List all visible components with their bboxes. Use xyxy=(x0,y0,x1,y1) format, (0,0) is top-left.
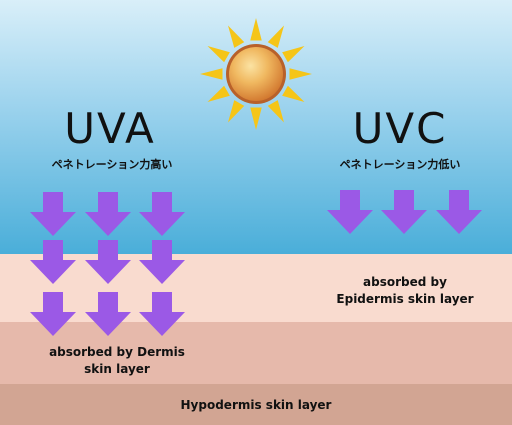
uvc-absorbed-label: absorbed by Epidermis skin layer xyxy=(310,274,500,308)
sun-ray xyxy=(267,100,284,123)
uva-label-line1: absorbed by Dermis xyxy=(49,345,185,359)
uva-arrow xyxy=(85,240,131,284)
sun-icon xyxy=(200,18,312,130)
sun-ray xyxy=(289,68,312,80)
sun-ray xyxy=(228,100,245,123)
sun-ray xyxy=(207,85,230,102)
uva-arrow xyxy=(85,192,131,236)
sun-ray xyxy=(250,18,262,41)
uvc-arrow xyxy=(381,190,427,234)
dermis-layer xyxy=(0,322,512,384)
uva-arrow xyxy=(30,292,76,336)
uva-arrow xyxy=(139,192,185,236)
sun-ray xyxy=(250,107,262,130)
uva-absorbed-label: absorbed by Dermis skin layer xyxy=(14,344,220,378)
uva-arrow xyxy=(139,292,185,336)
uva-title: UVA xyxy=(64,104,156,153)
uva-label-line2: skin layer xyxy=(84,362,150,376)
hypodermis-label: Hypodermis skin layer xyxy=(180,398,332,412)
sun-ray xyxy=(200,68,223,80)
sun-ray xyxy=(282,85,305,102)
uva-arrow xyxy=(30,192,76,236)
uvc-subtitle: ペネトレーション力低い xyxy=(339,158,461,171)
uvc-label-line1: absorbed by xyxy=(363,275,447,289)
sun-ray xyxy=(207,46,230,63)
uva-subtitle: ペネトレーション力高い xyxy=(51,158,173,171)
epidermis-layer xyxy=(0,254,512,322)
uva-arrow xyxy=(139,240,185,284)
uvc-arrow xyxy=(436,190,482,234)
uvc-title: UVC xyxy=(352,104,448,153)
hypodermis-layer xyxy=(0,384,512,425)
sun-ray xyxy=(228,25,245,48)
sun-ray xyxy=(282,46,305,63)
uva-arrow xyxy=(30,240,76,284)
uvc-label-line2: Epidermis skin layer xyxy=(336,292,474,306)
uva-arrow xyxy=(85,292,131,336)
sun-ray xyxy=(267,25,284,48)
uvc-arrow xyxy=(327,190,373,234)
